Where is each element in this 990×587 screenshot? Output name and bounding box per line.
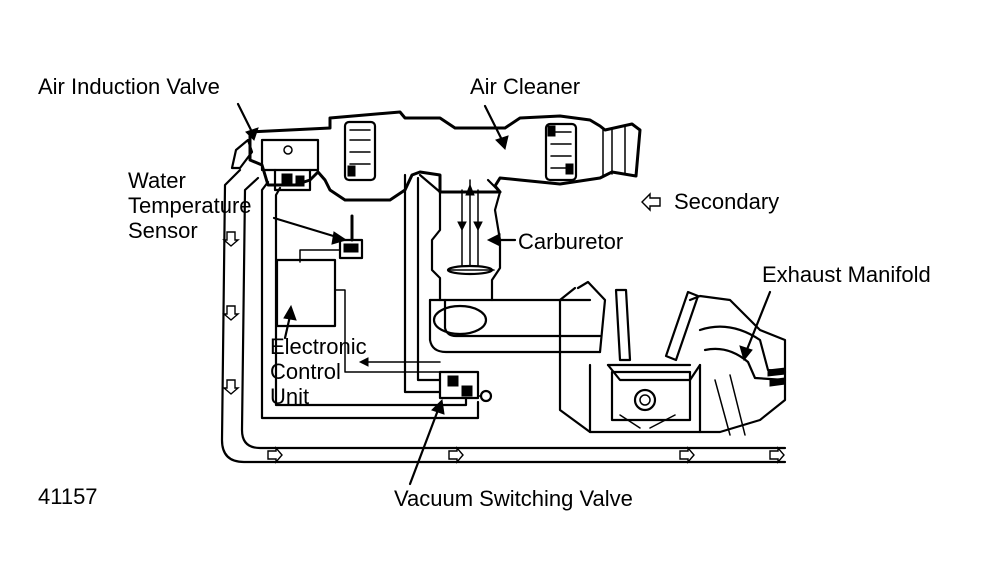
water-temperature-sensor-line-1: Water [128,168,186,193]
water-temperature-sensor-label: Water Temperature Sensor [128,168,252,243]
flow-arrow-icon [448,446,464,464]
air-induction-valve-label: Air Induction Valve [38,74,220,99]
electronic-control-unit-line-2: Control [270,359,341,384]
carburetor-body [418,173,502,302]
intake-manifold [428,280,607,354]
water-temperature-sensor-line-2: Temperature [128,193,252,218]
flow-arrows [222,231,785,464]
flow-arrow-icon [769,446,785,464]
water-temperature-sensor-line-3: Sensor [128,218,198,243]
electronic-control-unit-label: Electronic Control Unit [270,334,367,409]
water-temperature-sensor-device [299,214,364,263]
figure-number: 41157 [38,484,98,509]
vacuum-switching-valve-label: Vacuum Switching Valve [394,486,633,511]
flow-arrow-icon [267,446,283,464]
flow-arrow-icon [679,446,695,464]
electronic-control-unit-box [275,258,441,373]
air-induction-valve-assembly [230,138,320,192]
secondary-hollow-arrow-icon [641,192,661,212]
exhaust-manifold-label: Exhaust Manifold [762,262,931,287]
vacuum-switching-valve-device [438,370,493,403]
electronic-control-unit-line-1: Electronic [270,334,367,359]
flow-arrow-icon [222,379,240,395]
engine-block [558,286,787,436]
secondary-air-duct [220,168,787,464]
carburetor-label: Carburetor [518,229,624,254]
air-cleaner-housing [248,110,642,202]
flow-arrow-icon [222,231,240,247]
flow-arrow-icon [222,305,240,321]
secondary-label: Secondary [674,189,780,214]
electronic-control-unit-line-3: Unit [270,384,310,409]
air-cleaner-label: Air Cleaner [470,74,581,99]
leader-arrows [236,102,772,486]
